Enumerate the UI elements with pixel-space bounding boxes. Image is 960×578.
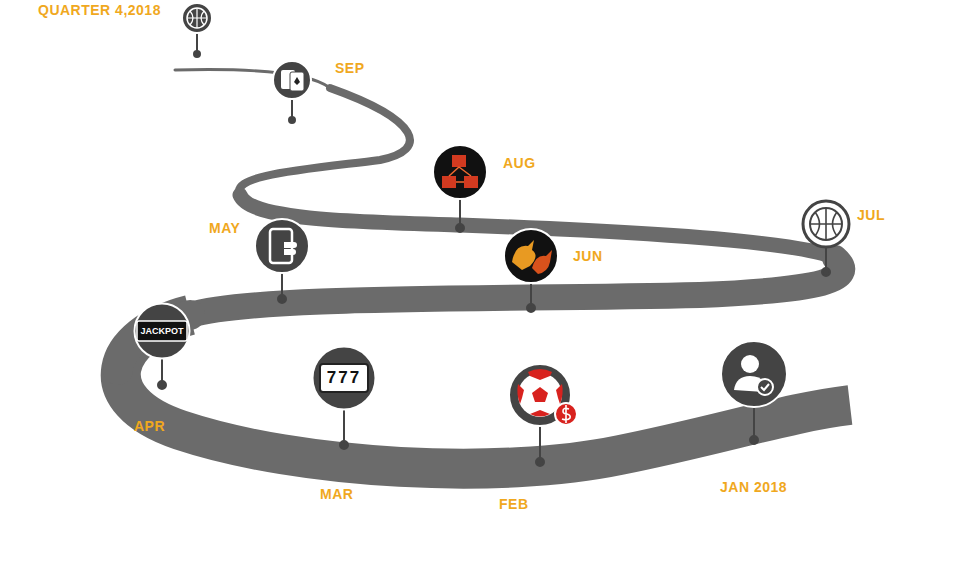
- month-label: MAR: [320, 486, 353, 502]
- pin-lines: [158, 32, 830, 466]
- month-label: AUG: [503, 155, 536, 171]
- slot-digits: 777: [311, 345, 377, 411]
- month-label: SEP: [335, 60, 365, 76]
- winding-road: [118, 70, 850, 469]
- month-label: JAN 2018: [720, 479, 787, 495]
- month-label: JUL: [857, 207, 885, 223]
- slot-machine-icon: 777: [311, 345, 377, 411]
- month-label: MAY: [209, 220, 240, 236]
- month-label: JUN: [573, 248, 603, 264]
- month-label: QUARTER 4,2018: [38, 2, 161, 18]
- month-label: APR: [134, 418, 165, 434]
- jackpot-icon: JACKPOT: [133, 302, 191, 360]
- jackpot-text: JACKPOT: [133, 302, 191, 360]
- month-label: FEB: [499, 496, 529, 512]
- icon-circles: [182, 3, 849, 426]
